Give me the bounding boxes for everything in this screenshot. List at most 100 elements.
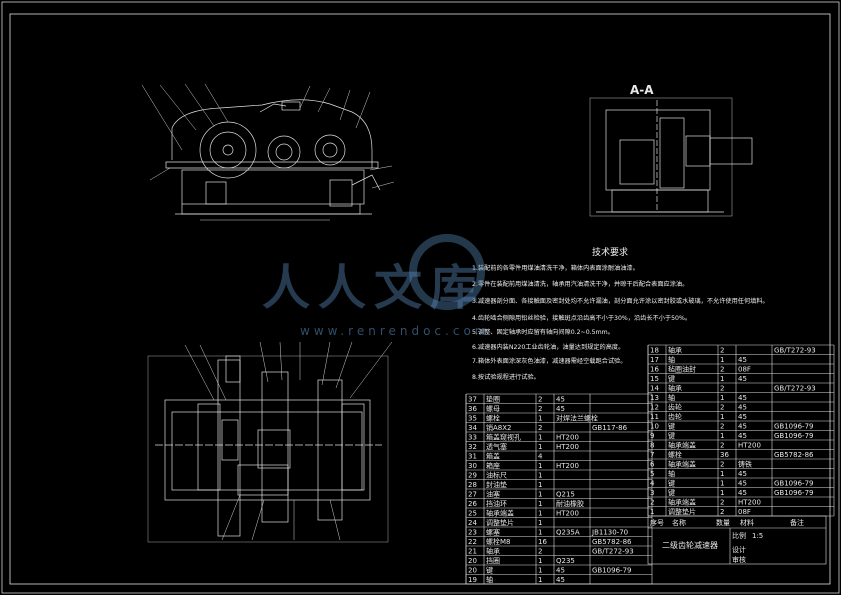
table-cell-no: 14 — [650, 385, 659, 393]
title-block-frame — [647, 515, 827, 565]
table-cell-qty: 1 — [538, 510, 542, 518]
title-block-cell: 设计 — [732, 545, 746, 554]
table-cell-no: 19 — [468, 576, 477, 584]
table-cell-qty: 1 — [720, 375, 724, 383]
table-cell-qty: 1 — [720, 356, 724, 364]
table-cell-name: 键 — [486, 566, 493, 575]
table-cell-mat: 45 — [556, 576, 565, 584]
table-cell-qty: 1 — [538, 567, 542, 575]
table-cell-mat: 08F — [738, 366, 751, 374]
table-cell-no: 28 — [468, 481, 477, 489]
header-cell: 数量 — [716, 518, 730, 527]
table-cell-no: 32 — [468, 443, 477, 451]
table-cell-qty: 4 — [538, 453, 543, 461]
plan-view — [147, 355, 389, 543]
table-cell-no: 16 — [650, 366, 659, 374]
table-cell-qty: 1 — [538, 443, 542, 451]
table-cell-mat: 45 — [738, 470, 747, 478]
table-cell-name: 箱盖 — [486, 452, 500, 461]
table-cell-qty: 2 — [720, 404, 724, 412]
table-cell-name: 油塞 — [486, 490, 500, 499]
tech-note: 5.调整、固定轴承时应留有轴向间隙0.2~0.5mm。 — [472, 329, 614, 336]
header-cell: 序号 — [650, 518, 664, 527]
table-cell-name: 油标尺 — [486, 471, 507, 480]
table-cell-qty: 1 — [538, 462, 542, 470]
table-cell-qty: 2 — [720, 499, 724, 507]
table-cell-name: 销A8X2 — [486, 423, 512, 432]
table-cell-no: 20 — [468, 567, 477, 575]
table-cell-no: 1 — [650, 508, 654, 516]
table-cell-no: 11 — [650, 413, 659, 421]
plan-view-leaders — [184, 341, 393, 541]
table-cell-name: 透气塞 — [486, 442, 507, 451]
title-block-cell: 1:5 — [752, 532, 763, 540]
table-cell-std: GB1096-79 — [774, 489, 813, 497]
table-cell-qty: 1 — [538, 491, 542, 499]
table-cell-qty: 2 — [720, 442, 724, 450]
table-cell-std: GB1096-79 — [774, 432, 813, 440]
table-cell-no: 12 — [650, 404, 659, 412]
table-cell-qty: 2 — [538, 396, 542, 404]
table-cell-qty: 2 — [720, 461, 724, 469]
table-cell-name: 轴 — [668, 393, 675, 402]
table-cell-qty: 1 — [538, 519, 542, 527]
table-cell-no: 18 — [650, 347, 659, 355]
table-cell-qty: 1 — [538, 500, 542, 508]
table-cell-qty: 2 — [720, 347, 724, 355]
table-cell-std: GB1096-79 — [774, 423, 813, 431]
table-cell-qty: 2 — [538, 405, 542, 413]
table-cell-mat: 08F — [738, 508, 751, 516]
drawing-title: 二级齿轮减速器 — [662, 540, 718, 550]
table-cell-qty: 1 — [720, 413, 724, 421]
table-cell-name: 键 — [668, 374, 675, 383]
table-cell-no: 29 — [468, 472, 477, 480]
table-cell-name: 箱盖窥视孔 — [486, 433, 521, 442]
table-cell-name: 轴承端盖 — [668, 498, 696, 507]
table-cell-mat: 45 — [738, 423, 747, 431]
table-cell-name: 轴 — [668, 355, 675, 364]
table-cell-qty: 2 — [538, 424, 542, 432]
table-cell-qty: 2 — [720, 423, 724, 431]
table-cell-std: GB/T272-93 — [774, 385, 816, 393]
table-cell-std: GB/T272-93 — [592, 548, 634, 556]
front-view-leaders — [141, 83, 395, 221]
table-cell-mat: 45 — [738, 375, 747, 383]
table-cell-mat: HT200 — [556, 462, 579, 470]
table-cell-qty: 1 — [538, 481, 542, 489]
table-cell-name: 毡圈油封 — [668, 365, 696, 374]
table-cell-qty: 2 — [720, 508, 724, 516]
table-cell-mat: Q235 — [556, 557, 575, 565]
table-cell-name: 螺栓 — [486, 414, 500, 423]
table-cell-name: 螺母 — [486, 404, 500, 413]
table-cell-name: 轴承端盖 — [668, 441, 696, 450]
table-cell-std: GB1096-79 — [774, 480, 813, 488]
table-cell-mat: 45 — [738, 404, 747, 412]
front-view — [165, 99, 381, 215]
table-cell-std: GB1096-79 — [592, 567, 631, 575]
table-cell-qty: 2 — [720, 385, 724, 393]
table-cell-std: GB/T272-93 — [774, 347, 816, 355]
table-cell-no: 35 — [468, 415, 477, 423]
table-cell-no: 20 — [468, 557, 477, 565]
table-cell-no: 6 — [650, 461, 655, 469]
table-cell-no: 30 — [468, 462, 477, 470]
table-cell-no: 10 — [650, 423, 659, 431]
table-cell-name: 键 — [668, 488, 675, 497]
table-cell-no: 36 — [468, 405, 477, 413]
table-cell-qty: 1 — [538, 557, 542, 565]
table-cell-qty: 1 — [720, 480, 724, 488]
table-cell-qty: 1 — [538, 434, 542, 442]
table-cell-qty: 36 — [720, 451, 729, 459]
table-cell-qty: 16 — [538, 538, 547, 546]
table-cell-no: 4 — [650, 480, 655, 488]
table-cell-name: 轴承端盖 — [668, 460, 696, 469]
table-cell-name: 轴承 — [668, 384, 682, 393]
table-cell-name: 键 — [668, 422, 675, 431]
table-cell-no: 31 — [468, 453, 477, 461]
title-block-cell: 比例 — [732, 531, 746, 540]
table-cell-no: 8 — [650, 442, 654, 450]
